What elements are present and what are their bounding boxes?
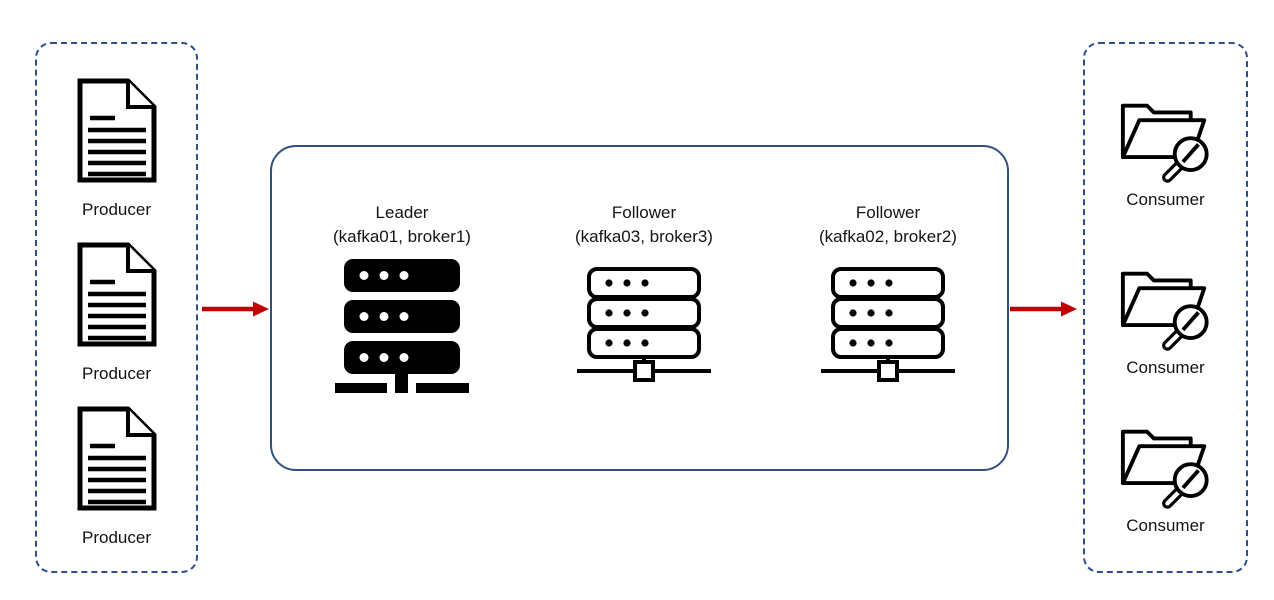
producers-panel: Producer Producer <box>35 42 198 573</box>
flow-arrow-producers-to-cluster <box>200 300 270 318</box>
consumer-item: Consumer <box>1085 95 1246 210</box>
broker-follower: Follower (kafka03, broker3) <box>534 201 754 388</box>
document-icon <box>77 406 157 511</box>
broker-leader: Leader (kafka01, broker1) <box>292 201 512 393</box>
producer-item: Producer <box>37 406 196 548</box>
consumer-item: Consumer <box>1085 263 1246 378</box>
folder-search-icon <box>1119 95 1212 190</box>
document-icon <box>77 78 157 183</box>
consumer-item: Consumer <box>1085 421 1246 536</box>
producer-label: Producer <box>82 200 151 219</box>
kafka-cluster-panel: Leader (kafka01, broker1) <box>270 145 1009 471</box>
broker-follower: Follower (kafka02, broker2) <box>778 201 998 388</box>
broker-host: (kafka03, broker3) <box>575 227 713 246</box>
flow-arrow-cluster-to-consumers <box>1008 300 1078 318</box>
consumer-label: Consumer <box>1126 358 1205 377</box>
consumer-label: Consumer <box>1126 516 1205 535</box>
producer-label: Producer <box>82 364 151 383</box>
broker-role: Leader <box>375 203 429 222</box>
consumer-label: Consumer <box>1126 190 1205 209</box>
broker-host: (kafka02, broker2) <box>819 227 957 246</box>
document-icon <box>77 242 157 347</box>
consumers-panel: Consumer Consumer <box>1083 42 1248 573</box>
producer-item: Producer <box>37 78 196 220</box>
server-stack-outline-icon <box>575 267 713 388</box>
broker-role: Follower <box>855 203 921 222</box>
server-stack-filled-icon <box>333 259 471 393</box>
broker-role: Follower <box>611 203 677 222</box>
broker-host: (kafka01, broker1) <box>333 227 471 246</box>
producer-item: Producer <box>37 242 196 384</box>
producer-label: Producer <box>82 528 151 547</box>
server-stack-outline-icon <box>819 267 957 388</box>
folder-search-icon <box>1119 263 1212 358</box>
folder-search-icon <box>1119 421 1212 516</box>
